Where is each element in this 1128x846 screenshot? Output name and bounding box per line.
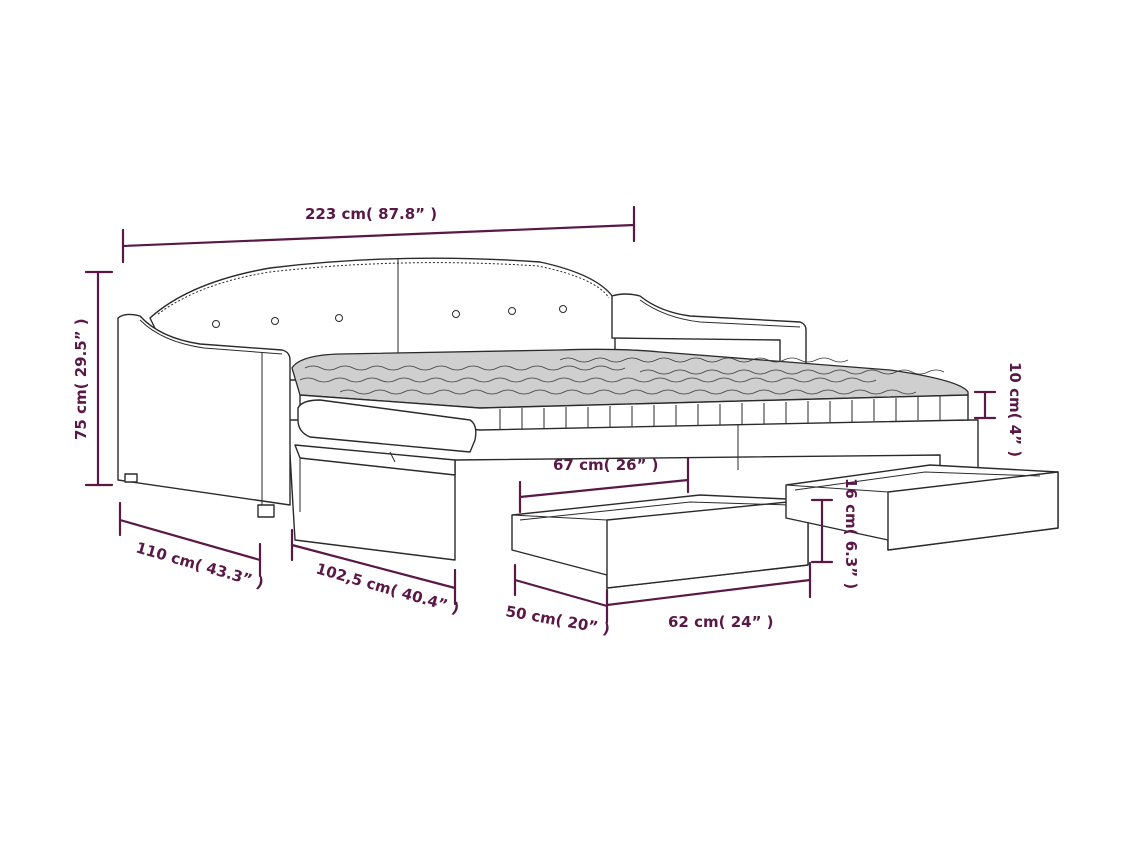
mattress-top [291,348,969,409]
label-overall-width: 223 cm( 87.8” ) [305,205,437,223]
label-drawer-width: 62 cm( 24” ) [668,613,774,631]
label-mattress-thickness: 10 cm( 4” ) [1006,362,1024,457]
label-depth: 110 cm( 43.3” ) [134,539,266,593]
leg-front-left [124,473,138,483]
dim-mattress-thickness [973,390,997,420]
drawer-left [511,494,809,589]
leg-front-right [257,504,275,518]
dim-drawer-height [810,498,834,564]
dim-drawer-width [605,561,812,607]
dim-overall-width [121,205,636,264]
label-drawer-height: 16 cm( 6.3” ) [842,478,860,589]
dim-height [84,270,114,487]
backrest-piping [157,262,610,315]
dim-drawer-width-top [518,456,690,514]
label-height: 75 cm( 29.5” ) [72,318,90,440]
label-drawer-depth: 50 cm( 20” ) [504,602,611,638]
trundle-frame [294,444,456,476]
right-armrest [611,293,807,393]
label-drawer-width-top: 67 cm( 26” ) [553,456,659,474]
tufting-buttons [212,305,567,328]
mattress-texture [299,357,945,395]
left-armrest [117,313,291,506]
base-frame [287,419,979,561]
trundle-mattress [297,399,477,453]
dimension-lines [84,205,997,624]
mattress-ribs [499,396,941,430]
label-extended-depth: 102,5 cm( 40.4” ) [314,560,461,618]
dim-extended-depth [290,528,457,606]
drawer-right [785,464,1059,551]
dim-depth [118,501,262,578]
daybed-drawing [117,257,1059,589]
